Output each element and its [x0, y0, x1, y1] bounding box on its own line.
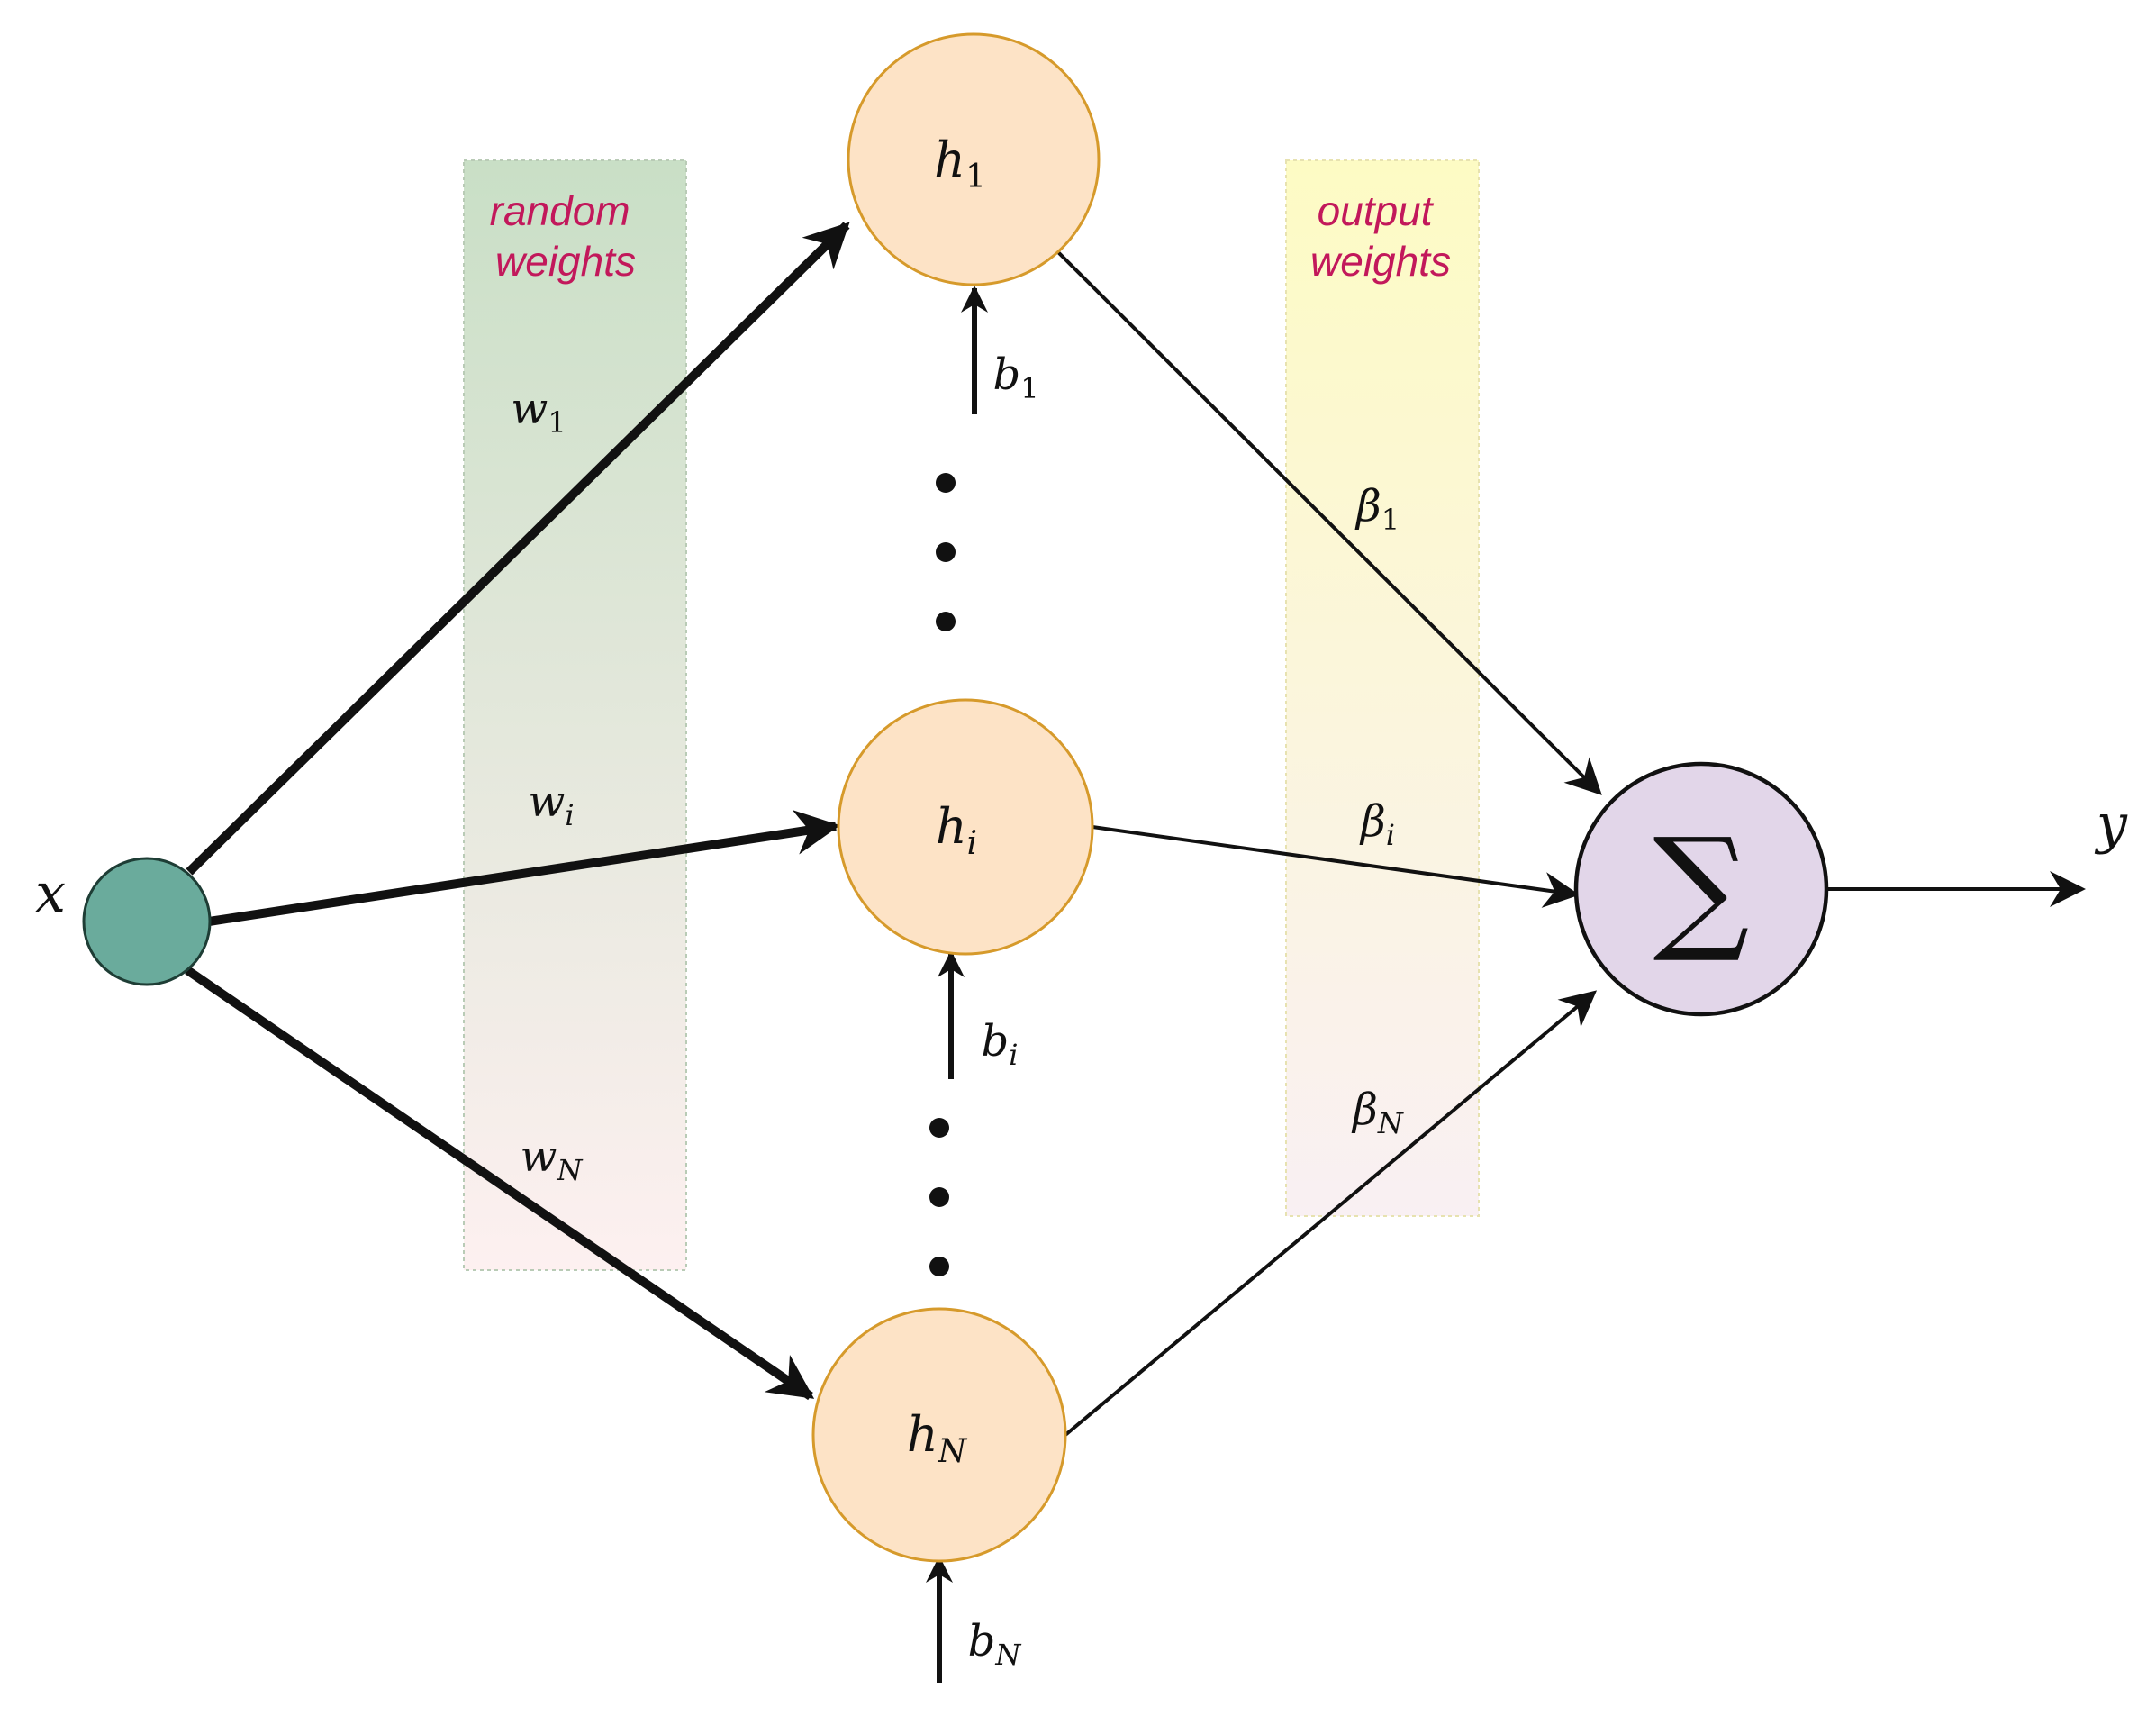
bN-label: bN — [968, 1616, 1022, 1672]
w1-label: w1 — [511, 384, 566, 440]
sum-node — [1573, 761, 1829, 1017]
wi-label: wi — [528, 776, 574, 832]
hN-label: hN — [907, 1406, 968, 1470]
bi-label: bi — [982, 1016, 1019, 1072]
output-label-line1: output — [1318, 187, 1435, 234]
hidden-node-i — [837, 698, 1094, 956]
random-weights-label: random weights — [490, 187, 642, 285]
edge-h1-to-sum — [1056, 250, 1602, 795]
random-label-line1: random — [490, 187, 630, 234]
output-weights-band — [1285, 159, 1480, 1217]
output-label: y — [2094, 793, 2128, 856]
output-label-line2: weights — [1310, 238, 1451, 285]
hidden-node-N — [811, 1307, 1067, 1563]
hi-label: hi — [936, 798, 977, 862]
h1-label: h1 — [934, 132, 986, 195]
hidden-node-1 — [847, 32, 1101, 286]
ellipsis-upper — [936, 473, 956, 631]
sum-symbol: ∑ — [1653, 810, 1749, 967]
edge-x-to-hi — [208, 810, 840, 926]
edge-hi-to-sum — [1092, 825, 1580, 908]
beta1-label: β1 — [1354, 481, 1400, 537]
random-weights-band — [463, 159, 687, 1271]
b1-label: b1 — [992, 350, 1038, 405]
output-weights-label: output weights — [1310, 187, 1451, 285]
ellipsis-lower — [929, 1118, 949, 1276]
edge-hN-to-sum — [1064, 990, 1598, 1437]
random-label-line2: weights — [495, 238, 636, 285]
betai-label: βi — [1359, 796, 1395, 852]
edge-x-to-h1 — [186, 222, 850, 876]
input-node — [82, 857, 212, 986]
edge-x-to-hN — [185, 966, 815, 1401]
wN-label: wN — [520, 1131, 583, 1187]
betaN-label: βN — [1351, 1085, 1404, 1140]
input-label: x — [35, 862, 66, 925]
